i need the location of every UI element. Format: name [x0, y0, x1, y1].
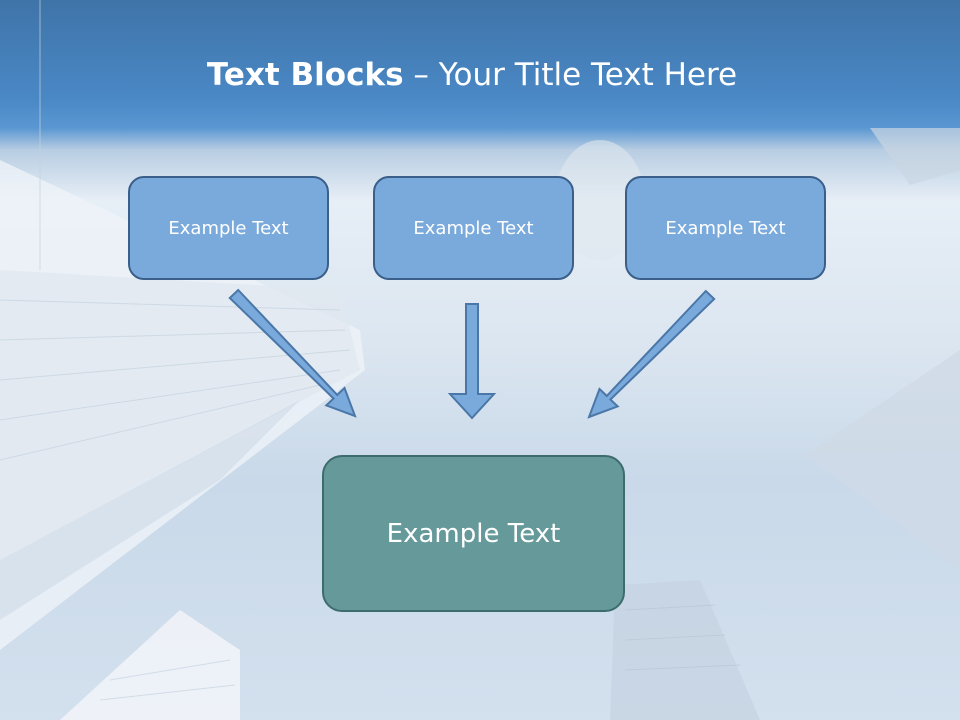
text-box-center[interactable]: Example Text — [373, 176, 574, 280]
text-box-left[interactable]: Example Text — [128, 176, 329, 280]
arrow-down-right-icon — [228, 288, 357, 418]
title-rest-part: – Your Title Text Here — [403, 57, 738, 93]
main-text-box[interactable]: Example Text — [322, 455, 625, 612]
arrow-down-icon — [447, 303, 497, 420]
title-bold-part: Text Blocks — [206, 57, 404, 93]
arrow-down-left-icon — [587, 289, 716, 419]
text-box-left-label: Example Text — [168, 217, 289, 239]
slide-title: Text Blocks – Your Title Text Here — [0, 55, 944, 95]
text-box-right[interactable]: Example Text — [625, 176, 826, 280]
text-box-center-label: Example Text — [413, 217, 534, 239]
main-text-box-label: Example Text — [386, 518, 561, 549]
text-box-right-label: Example Text — [665, 217, 786, 239]
